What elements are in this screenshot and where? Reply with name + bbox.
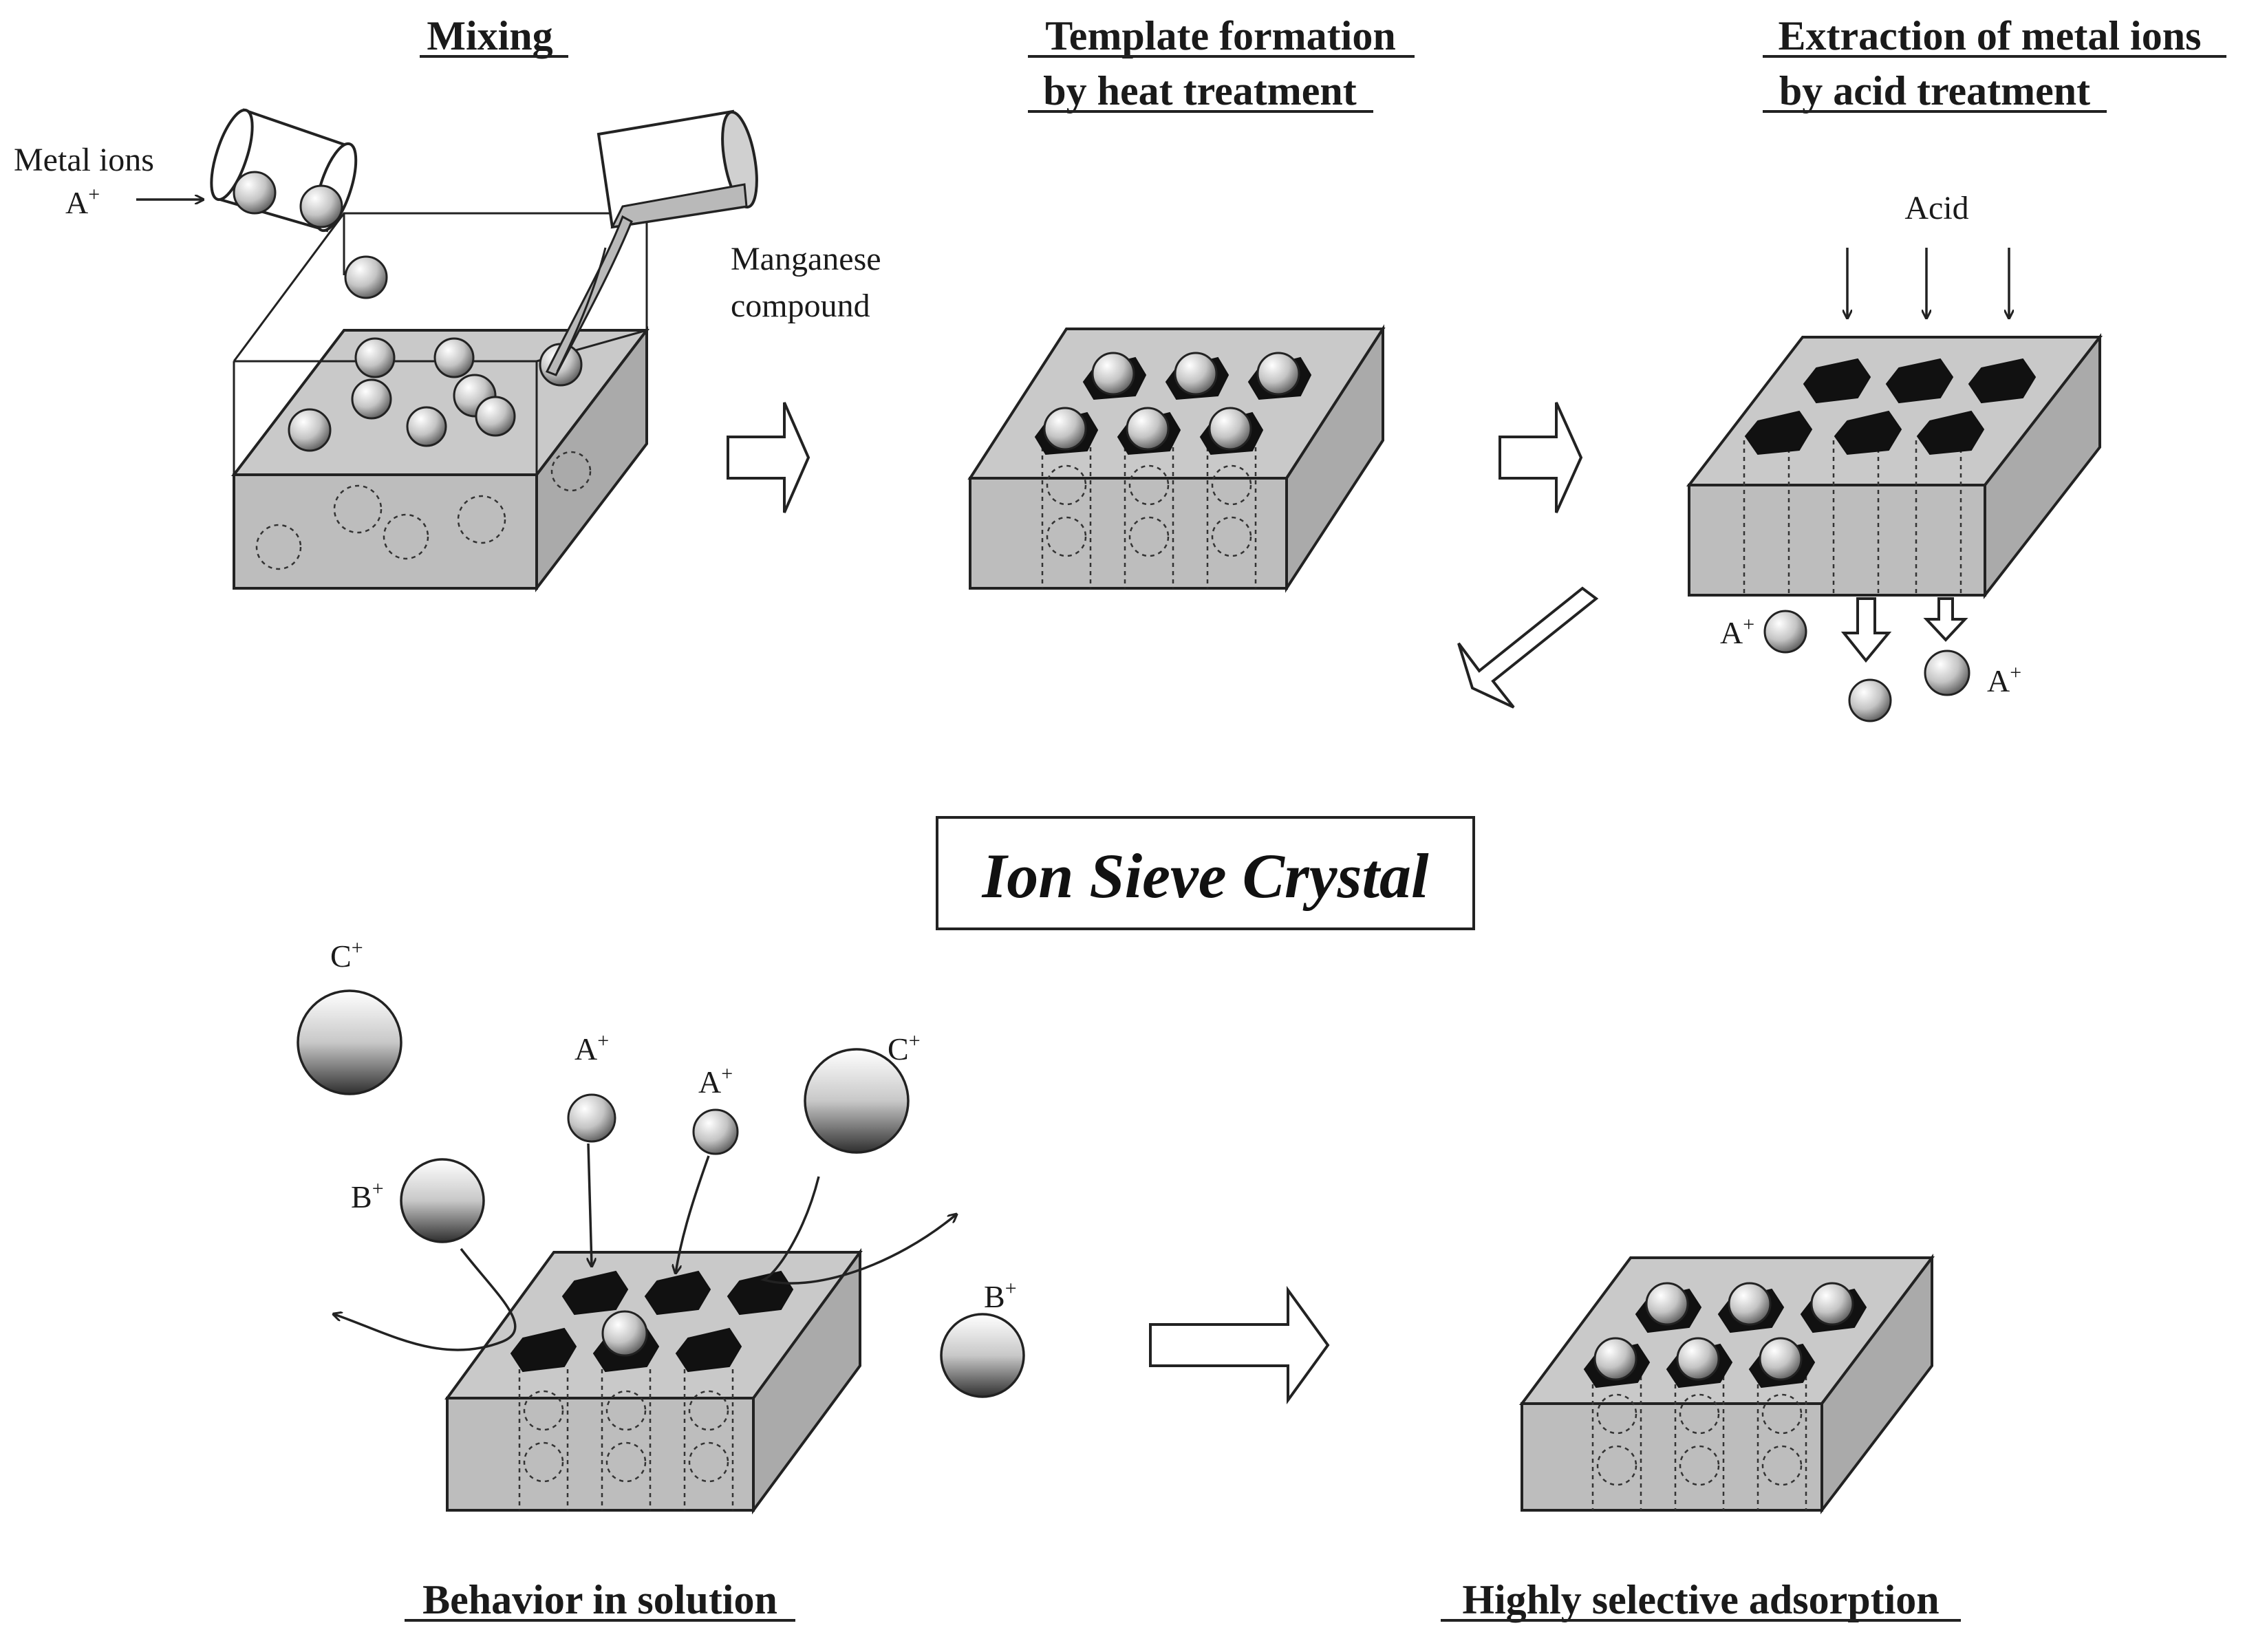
header-extraction: Extraction of metal ions by acid treatme…: [1763, 13, 2226, 114]
title-box: Ion Sieve Crystal: [936, 816, 1475, 930]
label-acid: Acid: [1904, 190, 1968, 226]
svg-text:A+: A+: [698, 1062, 733, 1099]
header-adsorption-text: Highly selective adsorption: [1462, 1577, 1939, 1622]
arrow-behavior-to-adsorption: [1149, 1285, 1330, 1405]
arrow-template-to-extraction: [1499, 402, 1583, 513]
adsorption-columns: [1591, 1376, 1807, 1510]
svg-text:A+: A+: [1987, 661, 2021, 698]
label-c-right: C+: [888, 1029, 921, 1066]
ion-c-large-left: [297, 989, 402, 1095]
header-template-line1: Template formation: [1045, 13, 1395, 58]
path-a-2: [676, 1155, 710, 1273]
header-mixing-text: Mixing: [427, 13, 552, 58]
adsorption-sites: [1583, 1282, 1867, 1388]
svg-text:A+: A+: [65, 183, 100, 220]
label-metal-ions: Metal ions: [14, 142, 154, 178]
arrow-mixing-to-template: [727, 402, 810, 513]
arrow-extraction-to-sieve: [1457, 586, 1599, 709]
header-adsorption: Highly selective adsorption: [1441, 1577, 1961, 1622]
header-mixing: Mixing: [420, 13, 568, 58]
header-extraction-line1: Extraction of metal ions: [1779, 13, 2202, 58]
falling-ion: [344, 255, 388, 299]
panel-template: [967, 324, 1386, 593]
mixing-spheres: [288, 255, 583, 452]
behavior-columns: [518, 1369, 734, 1510]
label-a-1: A+: [574, 1029, 609, 1066]
label-a-2: A+: [698, 1062, 733, 1099]
svg-text:C+: C+: [330, 936, 363, 974]
header-extraction-line2: by acid treatment: [1779, 68, 2090, 114]
title-text: Ion Sieve Crystal: [981, 841, 1429, 911]
label-released-a-left: A+: [1720, 613, 1754, 650]
released-ion-2: [1848, 678, 1892, 722]
released-ion-1: [1763, 610, 1807, 654]
svg-text:B+: B+: [984, 1277, 1017, 1314]
label-released-a-right: A+: [1987, 661, 2021, 698]
path-c-deflect: [760, 1176, 956, 1285]
release-arrow-2: [1923, 597, 1968, 642]
beaker-metal-ions: [210, 108, 358, 233]
label-manganese-line1: Manganese: [731, 241, 881, 277]
extraction-columns: [1743, 440, 1962, 595]
beaker-manganese: [545, 109, 758, 376]
svg-text:A+: A+: [574, 1029, 609, 1066]
svg-text:C+: C+: [888, 1029, 921, 1066]
template-sites: [1034, 352, 1312, 455]
ion-b-right: [940, 1313, 1025, 1398]
captured-ion: [601, 1310, 648, 1357]
svg-text:A+: A+: [1720, 613, 1754, 650]
header-behavior: Behavior in solution: [405, 1577, 795, 1622]
label-b-left: B+: [351, 1177, 384, 1214]
released-ion-3: [1924, 650, 1970, 696]
template-columns: [1041, 447, 1257, 588]
label-manganese-line2: compound: [731, 288, 870, 324]
ion-a-2: [692, 1108, 739, 1155]
svg-text:B+: B+: [351, 1177, 384, 1214]
panel-behavior: C+ C+ B+ B+ A+ A+: [297, 936, 1025, 1515]
mixing-block-side: [535, 326, 648, 592]
path-b-deflect: [334, 1247, 517, 1351]
extraction-empty-sites: [1744, 358, 2037, 455]
label-c-left: C+: [330, 936, 363, 974]
ion-a-1: [567, 1093, 616, 1143]
release-arrow-1: [1840, 597, 1892, 663]
label-b-right: B+: [984, 1277, 1017, 1314]
header-template-line2: by heat treatment: [1043, 68, 1356, 114]
panel-adsorption: [1519, 1254, 1935, 1514]
ion-b-left: [400, 1158, 485, 1243]
panel-extraction: Acid A+ A+: [1686, 190, 2103, 722]
path-a-1: [588, 1143, 592, 1266]
label-metal-ion-a: A+: [65, 183, 100, 220]
header-template: Template formation by heat treatment: [1028, 13, 1415, 114]
ion-c-large-right: [804, 1048, 910, 1154]
header-behavior-text: Behavior in solution: [422, 1577, 777, 1622]
panel-mixing: Metal ions A+ Manganese compound: [14, 108, 881, 592]
